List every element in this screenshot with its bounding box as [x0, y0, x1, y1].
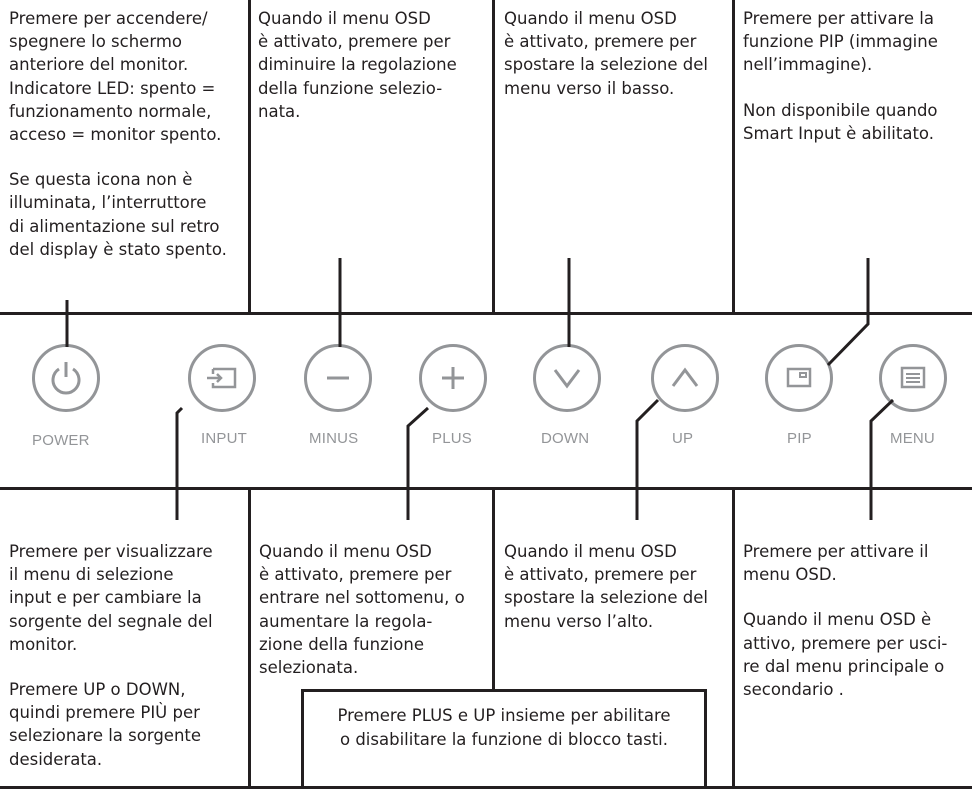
key-lock-note-text: Premere PLUS e UP insieme per abilitare …: [337, 706, 671, 749]
power-icon: [51, 362, 81, 395]
power-description: Premere per accendere/ spegnere lo scher…: [9, 7, 245, 283]
minus-icon: [327, 376, 349, 380]
leader-line-pip: [826, 258, 870, 367]
input-description: Premere per visualizzare il menu di sele…: [9, 540, 245, 793]
description-text: Se questa icona non è illuminata, l’inte…: [9, 170, 227, 259]
minus-button[interactable]: [304, 344, 372, 412]
input-label: INPUT: [201, 430, 247, 447]
description-text: Premere UP o DOWN, quindi premere PIÙ pe…: [9, 680, 202, 769]
pip-label: PIP: [787, 430, 812, 447]
power-button[interactable]: [32, 344, 100, 412]
description-text: Premere per accendere/ spegnere lo scher…: [9, 9, 222, 145]
plus-label: PLUS: [432, 430, 472, 447]
minus-description: Quando il menu OSD è attivato, premere p…: [258, 7, 488, 145]
description-text: Quando il menu OSD è attivo, premere per…: [743, 610, 948, 700]
description-text: Quando il menu OSD è attivato, premere p…: [504, 542, 708, 631]
leader-line-input: [175, 406, 184, 520]
leader-line-menu: [869, 398, 895, 520]
chevron-up-icon: [671, 367, 699, 387]
minus-label: MINUS: [309, 430, 359, 447]
description-text: Non disponibile quando Smart Input è abi…: [743, 100, 938, 143]
plus-icon: [442, 367, 464, 389]
leader-line-up: [635, 398, 660, 520]
down-description: Quando il menu OSD è attivato, premere p…: [504, 7, 730, 122]
description-text: Quando il menu OSD è attivato, premere p…: [258, 9, 457, 121]
chevron-down-icon: [553, 369, 581, 389]
up-description: Quando il menu OSD è attivato, premere p…: [504, 540, 730, 655]
down-label: DOWN: [541, 430, 590, 447]
description-text: Quando il menu OSD è attivato, premere p…: [259, 542, 465, 678]
pip-button[interactable]: [765, 344, 833, 412]
description-text: Premere per attivare la funzione PIP (im…: [743, 9, 938, 75]
up-button[interactable]: [651, 344, 719, 412]
down-button[interactable]: [533, 344, 601, 412]
bottom-divider: [492, 490, 495, 786]
leader-line-plus: [406, 406, 430, 520]
menu-description: Premere per attivare il menu OSD. Quando…: [743, 540, 969, 723]
key-lock-note: Premere PLUS e UP insieme per abilitare …: [301, 689, 707, 786]
menu-icon: [900, 366, 926, 389]
pip-description: Premere per attivare la funzione PIP (im…: [743, 7, 969, 167]
plus-button[interactable]: [419, 344, 487, 412]
menu-label: MENU: [890, 430, 935, 447]
power-label: POWER: [32, 432, 90, 449]
description-text: Premere per visualizzare il menu di sele…: [9, 542, 213, 654]
bottom-divider: [732, 490, 735, 786]
description-text: Quando il menu OSD è attivato, premere p…: [504, 9, 708, 98]
top-divider: [732, 0, 735, 314]
top-panel: [0, 0, 972, 315]
top-divider: [492, 0, 495, 314]
description-text: Premere per attivare il menu OSD.: [743, 542, 929, 585]
plus-description: Quando il menu OSD è attivato, premere p…: [259, 540, 489, 701]
input-button[interactable]: [188, 344, 256, 412]
input-icon: [207, 367, 237, 389]
bottom-divider: [248, 490, 251, 786]
up-label: UP: [672, 430, 694, 447]
pip-icon: [786, 367, 812, 388]
top-divider: [248, 0, 251, 314]
